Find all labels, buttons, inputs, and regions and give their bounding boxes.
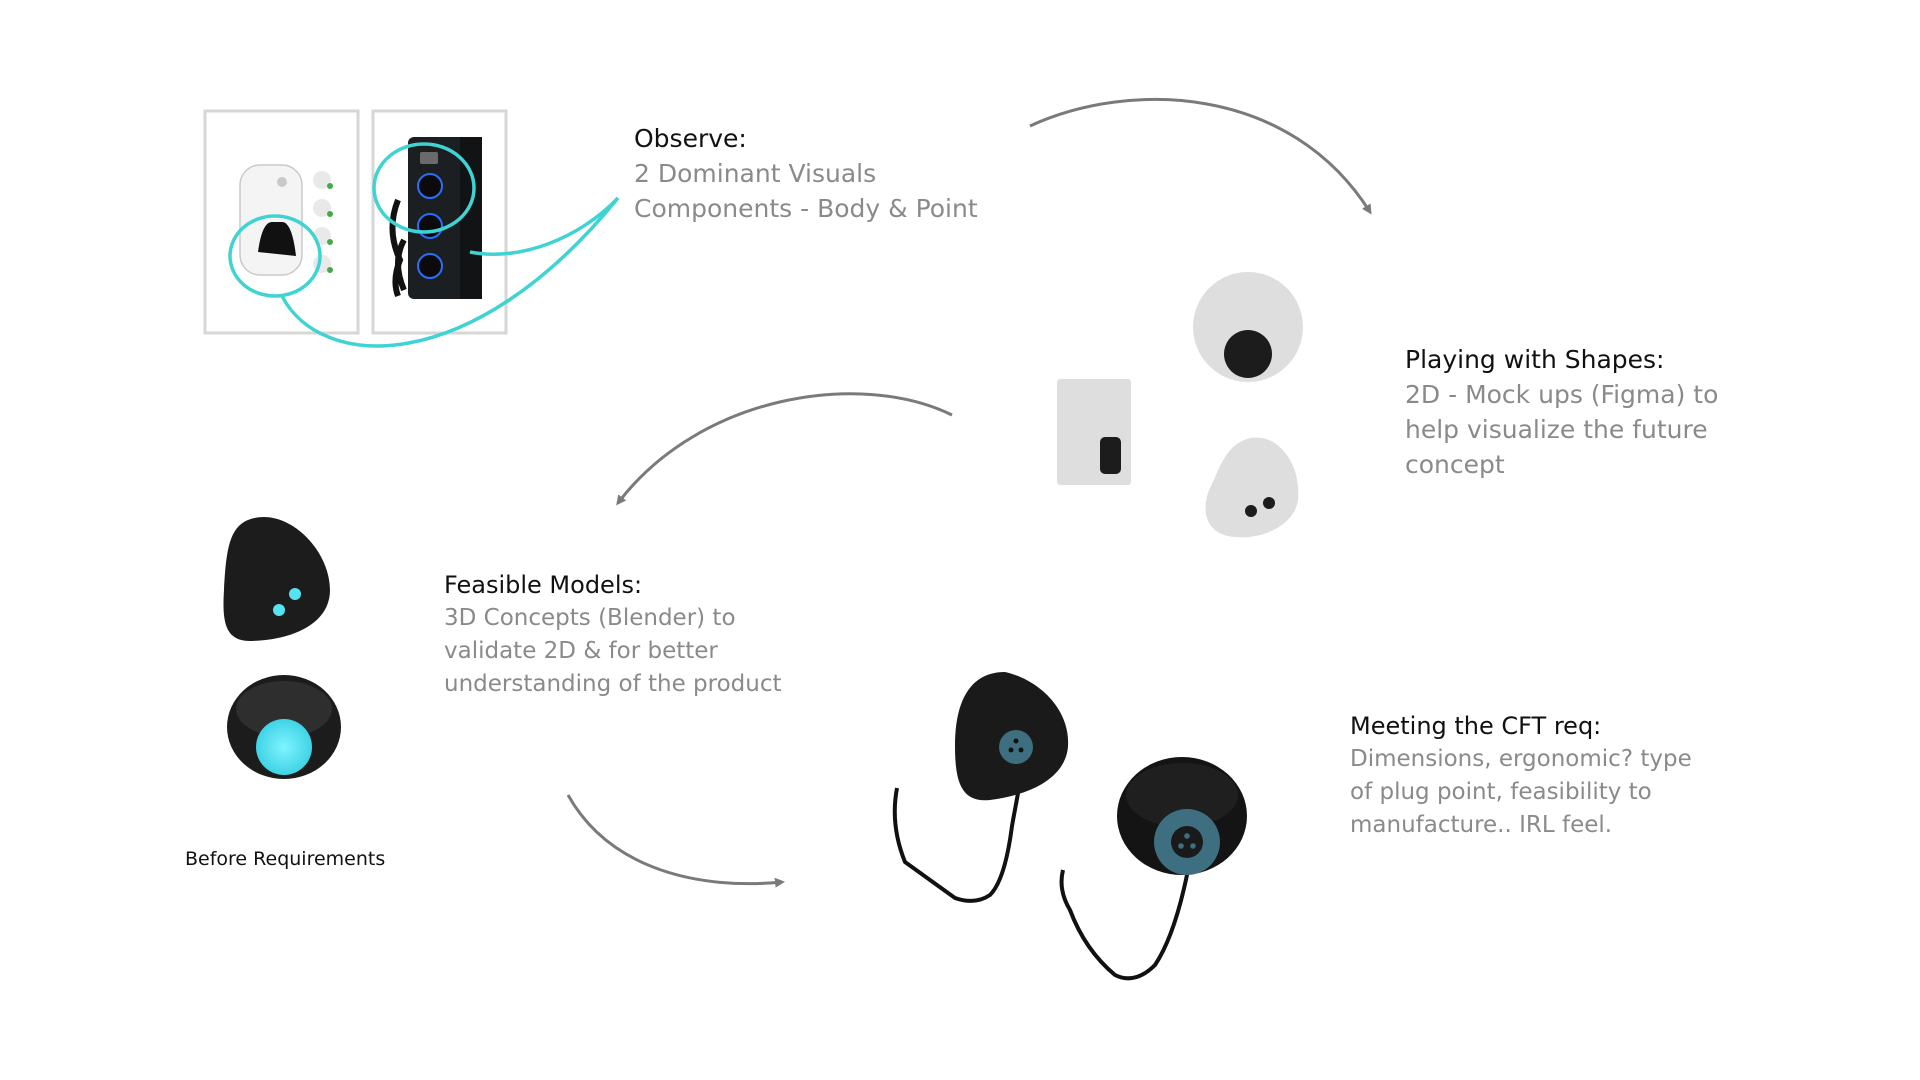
final-model-organic-with-cable xyxy=(892,672,1069,903)
concept-round-body-3d xyxy=(227,675,341,779)
flow-arrow-feasible-to-cft xyxy=(566,794,785,888)
shapes-line-1: 2D - Mock ups (Figma) to xyxy=(1405,380,1719,409)
concept-organic-body-3d xyxy=(223,516,330,642)
observe-highlight-callouts xyxy=(228,142,620,348)
cft-line-1: Dimensions, ergonomic? type xyxy=(1350,746,1692,772)
mockup-organic-shape xyxy=(1205,437,1299,538)
feasible-line-1: 3D Concepts (Blender) to xyxy=(444,605,736,631)
shapes-line-3: concept xyxy=(1405,450,1505,479)
final-model-round-with-cable xyxy=(1059,757,1247,981)
observe-block: Observe: 2 Dominant Visuals Components -… xyxy=(634,121,978,226)
reference-photo-wall-charger xyxy=(203,109,360,335)
shapes-line-2: help visualize the future xyxy=(1405,415,1708,444)
observe-line-2: Components - Body & Point xyxy=(634,194,978,223)
shapes-block: Playing with Shapes: 2D - Mock ups (Figm… xyxy=(1405,342,1718,482)
cft-block: Meeting the CFT req: Dimensions, ergonom… xyxy=(1350,709,1692,842)
mockup-circle-shape xyxy=(1193,272,1303,382)
feasible-block: Feasible Models: 3D Concepts (Blender) t… xyxy=(444,568,782,701)
before-requirements-caption: Before Requirements xyxy=(185,848,386,870)
shapes-heading: Playing with Shapes: xyxy=(1405,345,1665,374)
observe-heading: Observe: xyxy=(634,124,747,153)
cft-line-3: manufacture.. IRL feel. xyxy=(1350,812,1613,838)
cft-line-2: of plug point, feasibility to xyxy=(1350,779,1652,805)
cft-heading: Meeting the CFT req: xyxy=(1350,712,1602,740)
observe-line-1: 2 Dominant Visuals xyxy=(634,159,877,188)
feasible-heading: Feasible Models: xyxy=(444,571,643,599)
flow-arrow-shapes-to-feasible xyxy=(616,392,953,506)
flow-arrow-observe-to-shapes xyxy=(1029,98,1372,215)
feasible-line-3: understanding of the product xyxy=(444,671,782,697)
mockup-rectangle-shape xyxy=(1057,379,1131,485)
feasible-line-2: validate 2D & for better xyxy=(444,638,718,664)
